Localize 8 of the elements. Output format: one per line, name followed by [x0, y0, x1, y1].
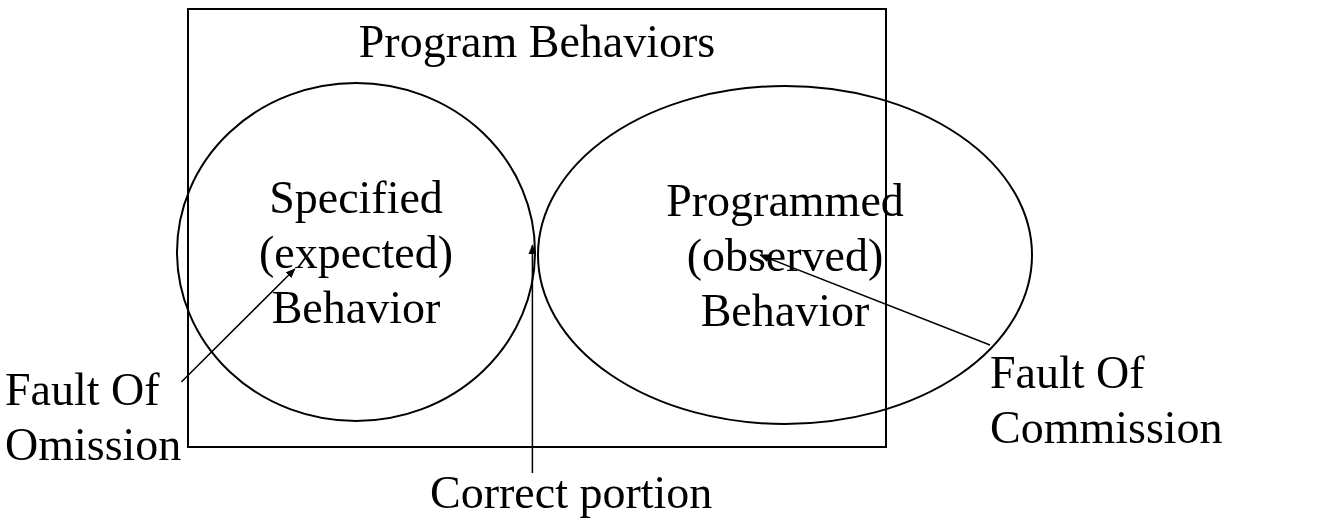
callout-text: Fault Of Commission [990, 346, 1223, 455]
leader-arrow [180, 268, 296, 383]
box-title: Program Behaviors [358, 15, 716, 69]
callout-text: Correct portion [430, 466, 713, 520]
callout-text: Fault Of Omission [5, 363, 182, 472]
set-label: Specified (expected) Behavior [257, 170, 455, 335]
leader-arrow [759, 254, 991, 346]
leader-arrow [528, 244, 537, 474]
